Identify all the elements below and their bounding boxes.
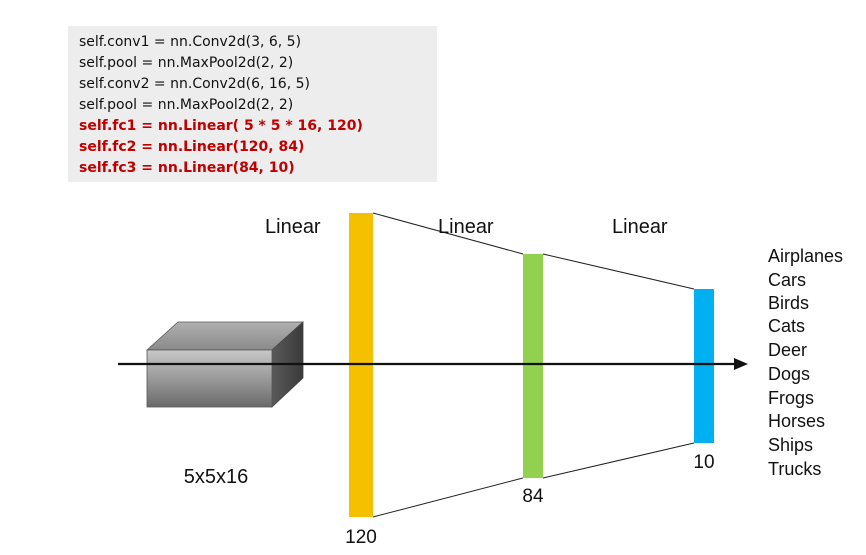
- class-label-deer: Deer: [768, 340, 807, 360]
- class-label-ships: Ships: [768, 435, 813, 455]
- class-label-trucks: Trucks: [768, 459, 821, 479]
- fc3-layer-bar: [694, 289, 714, 443]
- connector-fc2-fc3-bottom: [542, 442, 695, 479]
- code-line-fc3: self.fc3 = nn.Linear(84, 10): [79, 160, 295, 176]
- connector-fc2-fc3-top: [542, 253, 695, 290]
- fc2-layer-bar: [523, 254, 543, 478]
- code-line-pool1: self.pool = nn.MaxPool2d(2, 2): [79, 55, 294, 71]
- input-shape-label: 5x5x16: [184, 466, 249, 488]
- connector-fc1-fc2-top: [372, 212, 524, 255]
- input-tensor-front-face: [146, 349, 273, 408]
- code-line-pool2: self.pool = nn.MaxPool2d(2, 2): [79, 97, 294, 113]
- class-list: Airplanes Cars Birds Cats Deer Dogs Frog…: [768, 246, 843, 479]
- class-label-horses: Horses: [768, 411, 825, 431]
- class-label-cats: Cats: [768, 316, 805, 336]
- fc2-type-label: Linear: [438, 216, 494, 238]
- code-line-fc1: self.fc1 = nn.Linear( 5 * 5 * 16, 120): [79, 118, 363, 134]
- fc3-type-label: Linear: [612, 216, 668, 238]
- flow-arrow-head: [734, 358, 748, 370]
- code-snippet-box: self.conv1 = nn.Conv2d(3, 6, 5) self.poo…: [68, 26, 437, 182]
- connector-fc1-fc2-bottom: [372, 477, 524, 518]
- class-label-frogs: Frogs: [768, 388, 814, 408]
- fc1-type-label: Linear: [265, 216, 321, 238]
- code-line-fc2: self.fc2 = nn.Linear(120, 84): [79, 139, 305, 155]
- code-line-conv2: self.conv2 = nn.Conv2d(6, 16, 5): [79, 76, 310, 92]
- class-label-airplanes: Airplanes: [768, 246, 843, 266]
- class-label-cars: Cars: [768, 270, 806, 290]
- code-line-conv1: self.conv1 = nn.Conv2d(3, 6, 5): [79, 34, 302, 50]
- fc2-size-label: 84: [522, 486, 544, 507]
- class-label-dogs: Dogs: [768, 364, 810, 384]
- fc1-size-label: 120: [345, 527, 377, 548]
- class-label-birds: Birds: [768, 293, 809, 313]
- fc3-size-label: 10: [693, 452, 714, 473]
